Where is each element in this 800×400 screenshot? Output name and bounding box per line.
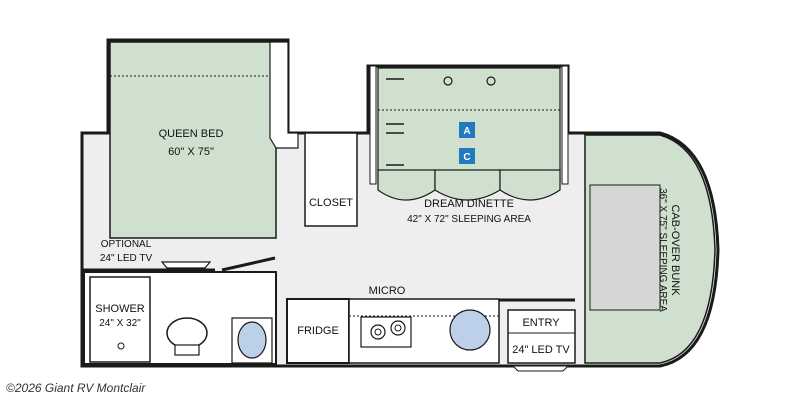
shower-drain-icon bbox=[117, 342, 125, 350]
dinette-window-frame bbox=[369, 65, 377, 185]
fridge-label: FRIDGE bbox=[297, 325, 339, 337]
badge-c bbox=[459, 148, 475, 164]
closet-label: CLOSET bbox=[309, 197, 353, 209]
shower-size: 24" X 32" bbox=[99, 318, 141, 329]
cabover-label: CAB-OVER BUNK bbox=[669, 204, 681, 296]
outlet-icons bbox=[386, 78, 404, 166]
dinette-seat-left bbox=[377, 169, 436, 201]
queen-bed-label: QUEEN BED bbox=[159, 128, 224, 140]
cupholder-icon bbox=[443, 76, 453, 86]
dinette-size: 42" X 72" SLEEPING AREA bbox=[407, 214, 531, 225]
stove-icon bbox=[360, 316, 412, 348]
badge-a bbox=[459, 122, 475, 138]
sink-icon bbox=[231, 317, 273, 364]
optional-tv-label-2: 24" LED TV bbox=[100, 253, 153, 264]
queen-bed-size: 60" X 75" bbox=[168, 146, 214, 158]
optional-tv-label-1: OPTIONAL bbox=[101, 239, 152, 250]
badge-a-label: A bbox=[463, 126, 470, 137]
watermark: ©2026 Giant RV Montclair bbox=[6, 381, 146, 395]
entry-label: ENTRY bbox=[522, 317, 560, 329]
dinette-label: DREAM DINETTE bbox=[424, 198, 514, 210]
step-icon bbox=[511, 365, 570, 372]
dinette-seat-right bbox=[499, 169, 561, 201]
cupholder-icon bbox=[486, 76, 496, 86]
dinette-window-frame-right bbox=[561, 65, 569, 185]
closet bbox=[304, 132, 358, 227]
queen-bed bbox=[109, 41, 277, 239]
cabover-size: 36" X 75" SLEEPING AREA bbox=[657, 188, 668, 312]
entry-tv-label: 24" LED TV bbox=[512, 344, 570, 356]
dinette-seat-mid bbox=[434, 169, 501, 201]
entry bbox=[507, 309, 576, 364]
bath-door bbox=[221, 256, 276, 272]
cabover-mattress bbox=[589, 184, 661, 311]
badge-c-label: C bbox=[463, 152, 470, 163]
kitchen-sink-icon bbox=[449, 309, 491, 351]
toilet-icon bbox=[166, 317, 208, 356]
fridge bbox=[286, 298, 350, 364]
micro-label: MICRO bbox=[369, 285, 406, 297]
nightstand bbox=[269, 41, 299, 149]
optional-tv-icon bbox=[160, 261, 212, 269]
shower-label: SHOWER bbox=[95, 303, 145, 315]
